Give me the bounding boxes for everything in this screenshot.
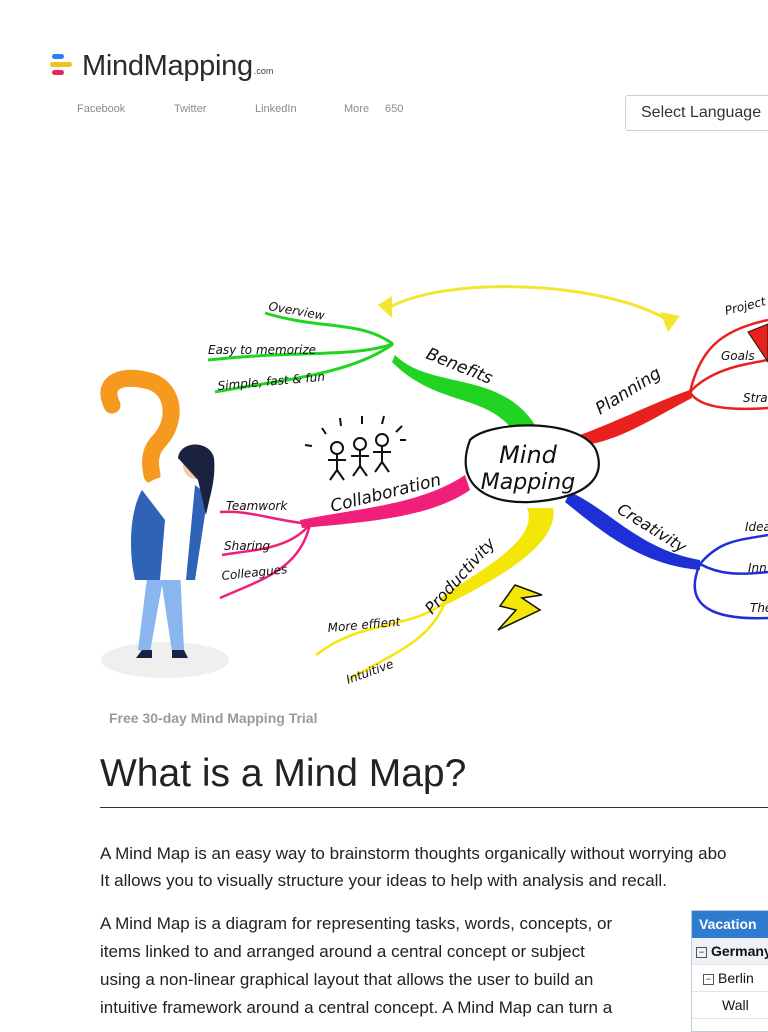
loop-arrow xyxy=(384,285,669,322)
benefits-item-simple: Simple, fast & fun xyxy=(217,370,325,393)
language-select[interactable]: Select Language xyxy=(625,95,768,131)
collaboration-item-teamwork: Teamwork xyxy=(226,499,288,513)
tree-row-group[interactable]: −Germany xyxy=(692,938,768,965)
twitter-link[interactable]: Twitter xyxy=(174,103,207,115)
planning-item-stra: Stra xyxy=(743,391,768,405)
definition-line-2: items linked to and arranged around a ce… xyxy=(100,942,585,961)
trial-caption[interactable]: Free 30-day Mind Mapping Trial xyxy=(109,710,318,726)
productivity-item-intuitive: Intuitive xyxy=(344,657,395,687)
brand-name: MindMapping xyxy=(82,50,253,82)
creativity-branch xyxy=(565,492,700,570)
collaboration-item-colleagues: Colleagues xyxy=(221,562,288,583)
planning-item-goals: Goals xyxy=(721,349,755,363)
tree-item-label: Wall xyxy=(722,997,749,1013)
arrow-head-left xyxy=(378,296,392,318)
brand-logo[interactable]: MindMapping .com xyxy=(50,48,273,84)
planning-item-project: Project xyxy=(723,294,768,318)
central-node-line1: Mind xyxy=(499,441,558,469)
tree-row-item[interactable]: Wall xyxy=(692,992,768,1019)
page-title: What is a Mind Map? xyxy=(100,752,467,795)
tree-row-city[interactable]: −Berlin xyxy=(692,965,768,992)
benefits-item-memorize: Easy to memorize xyxy=(208,343,316,357)
creativity-item-the: The xyxy=(750,601,768,615)
tree-group-label: Germany xyxy=(711,943,768,959)
intro-line-1: A Mind Map is an easy way to brainstorm … xyxy=(100,844,727,863)
definition-line-3: using a non-linear graphical layout that… xyxy=(100,970,594,989)
productivity-item-efficient: More effient xyxy=(327,615,402,635)
question-person-illustration xyxy=(100,369,229,678)
collapse-icon[interactable]: − xyxy=(703,973,714,985)
central-node-line2: Mapping xyxy=(481,470,575,495)
productivity-branch xyxy=(440,508,554,605)
tree-city-label: Berlin xyxy=(718,970,754,986)
definition-paragraph: A Mind Map is a diagram for representing… xyxy=(100,910,660,1022)
creativity-item-idea: Idea xyxy=(745,520,768,534)
creativity-item-inn: Inn xyxy=(748,561,767,575)
linkedin-link[interactable]: LinkedIn xyxy=(255,103,297,115)
brand-suffix: .com xyxy=(253,66,274,76)
share-count: 650 xyxy=(385,103,404,115)
definition-line-1: A Mind Map is a diagram for representing… xyxy=(100,914,613,933)
question-mark-icon xyxy=(100,369,180,484)
definition-line-4: intuitive framework around a central con… xyxy=(100,998,613,1017)
tree-widget[interactable]: Vacation −Germany −Berlin Wall xyxy=(691,910,768,1032)
collapse-icon[interactable]: − xyxy=(696,946,707,958)
title-divider xyxy=(100,807,768,808)
team-figures-icon xyxy=(304,415,406,481)
goal-flag-icon xyxy=(747,323,768,363)
lightning-icon xyxy=(497,584,543,631)
logo-icon xyxy=(50,52,76,78)
tree-header: Vacation xyxy=(692,911,768,938)
intro-paragraph: A Mind Map is an easy way to brainstorm … xyxy=(100,840,768,894)
arrow-head-right xyxy=(660,312,680,332)
facebook-link[interactable]: Facebook xyxy=(77,103,126,115)
benefits-branch xyxy=(392,355,535,440)
central-node xyxy=(464,424,600,504)
mind-map-illustration[interactable]: Overview Easy to memorize Simple, fast &… xyxy=(0,280,768,700)
planning-branch xyxy=(580,390,692,445)
intro-line-2: It allows you to visually structure your… xyxy=(100,871,667,890)
language-select-label: Select Language xyxy=(641,104,762,121)
more-share-link[interactable]: More xyxy=(344,103,370,115)
collaboration-branch xyxy=(300,475,470,528)
collaboration-item-sharing: Sharing xyxy=(224,539,270,553)
